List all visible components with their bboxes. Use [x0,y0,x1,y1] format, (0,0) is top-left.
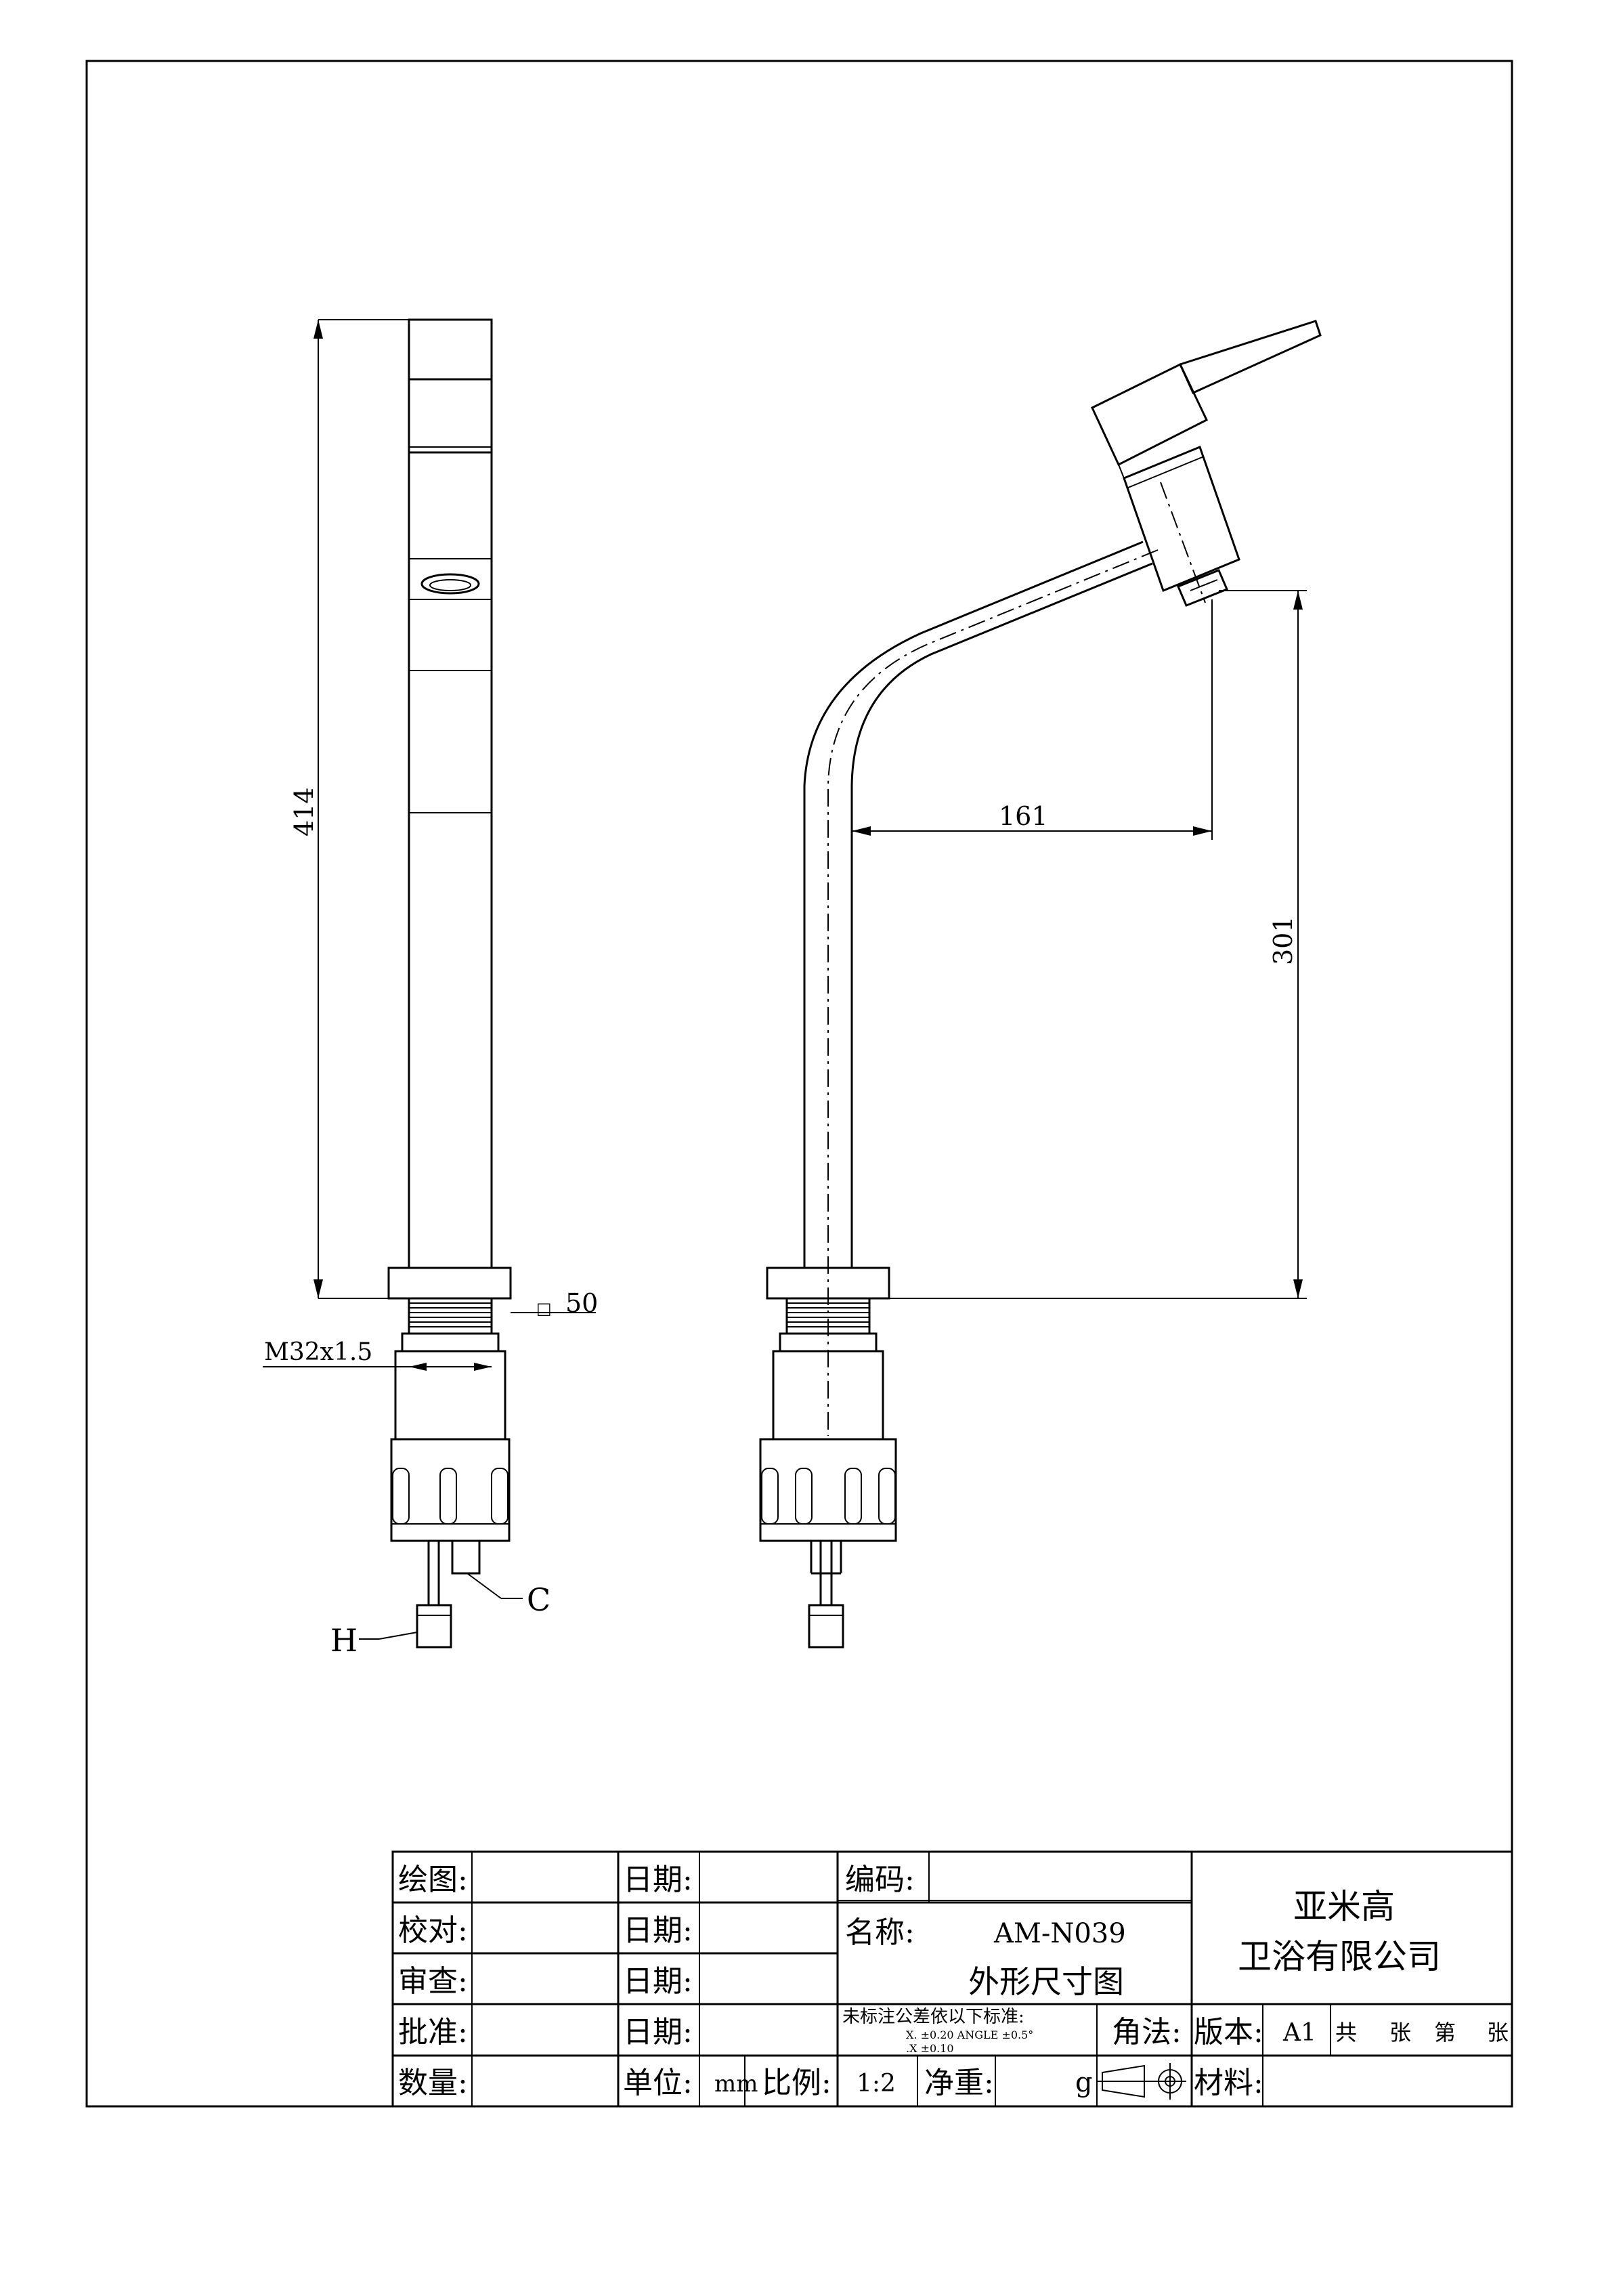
label-date-3: 日期: [623,1964,693,1999]
callout-h: H [330,1622,358,1659]
aerator-icon [420,573,480,595]
tolerance-title: 未标注公差依以下标准: [842,2007,1024,2027]
label-version: 版本: [1194,2015,1263,2049]
label-scale: 比例: [762,2066,831,2100]
label-name: 名称: [845,1915,915,1950]
label-quantity: 数量: [398,2066,468,2100]
svg-text:301: 301 [1268,916,1298,965]
dimension-414: 414 [289,319,409,1299]
scale-value: 1:2 [857,2070,896,2098]
side-view: 161 301 [759,320,1322,1649]
label-material: 材料: [1194,2066,1263,2100]
title-block: 绘图: 校对: 审查: 批准: 数量: 日期: 日期: 日期: 日期: 单位: … [391,1850,1513,2108]
label-approved: 批准: [398,2015,468,2049]
sheets-unit-1: 张 [1389,2020,1411,2045]
spout-outer [803,540,1144,1268]
label-unit: 单位: [623,2066,693,2100]
label-date-1: 日期: [623,1863,693,1897]
svg-text:414: 414 [289,787,319,836]
unit-value: mm [714,2070,758,2098]
dimension-301: 301 [889,590,1307,1299]
dimension-base-square: □ 50 [511,1288,598,1318]
tolerance-line-1: X. ±0.20 ANGLE ±0.5° [906,2028,1033,2041]
version-value: A1 [1282,2019,1316,2047]
label-checked: 校对: [398,1913,468,1948]
company-line-1: 亚米高 [1293,1887,1395,1926]
callout-c: C [527,1581,550,1618]
label-drawn: 绘图: [398,1863,468,1897]
label-code: 编码: [845,1863,915,1897]
dimension-thread: M32x1.5 [263,1338,492,1371]
dimension-161: 161 [852,599,1213,840]
svg-text:M32x1.5: M32x1.5 [264,1338,372,1366]
side-hose-fitting [808,1604,844,1649]
front-hose-hot [416,1604,452,1649]
weight-unit: g [1075,2067,1093,2098]
sheets-total: 共 [1335,2020,1357,2045]
label-reviewed: 审查: [398,1964,468,1999]
lever-handle [1178,320,1322,394]
front-base-plate [387,1267,512,1300]
spout-centerline [827,482,1206,1436]
svg-text:161: 161 [999,801,1048,831]
front-hose-cold [451,1539,481,1575]
spout-inner [850,562,1153,1268]
sheets-unit-2: 张 [1487,2020,1509,2045]
sheet-number: 第 [1434,2020,1456,2045]
handle-cap [1091,362,1208,467]
front-spout-body [408,318,493,1269]
label-projection: 角法: [1112,2015,1182,2049]
front-view: C H 414 □ 50 M32x1.5 [263,318,598,1659]
label-date-2: 日期: [623,1913,693,1948]
model-number: AM-N039 [993,1918,1126,1949]
projection-symbol-icon [1097,2063,1186,2100]
label-weight: 净重: [924,2066,994,2100]
tolerance-line-2: .X ±0.10 [906,2042,954,2055]
front-nut [394,1350,506,1441]
drawing-title: 外形尺寸图 [968,1963,1124,2000]
company-line-2: 卫浴有限公司 [1238,1937,1441,1976]
svg-text:□: □ [536,1299,552,1318]
svg-text:50: 50 [565,1288,598,1318]
label-date-4: 日期: [623,2015,693,2049]
